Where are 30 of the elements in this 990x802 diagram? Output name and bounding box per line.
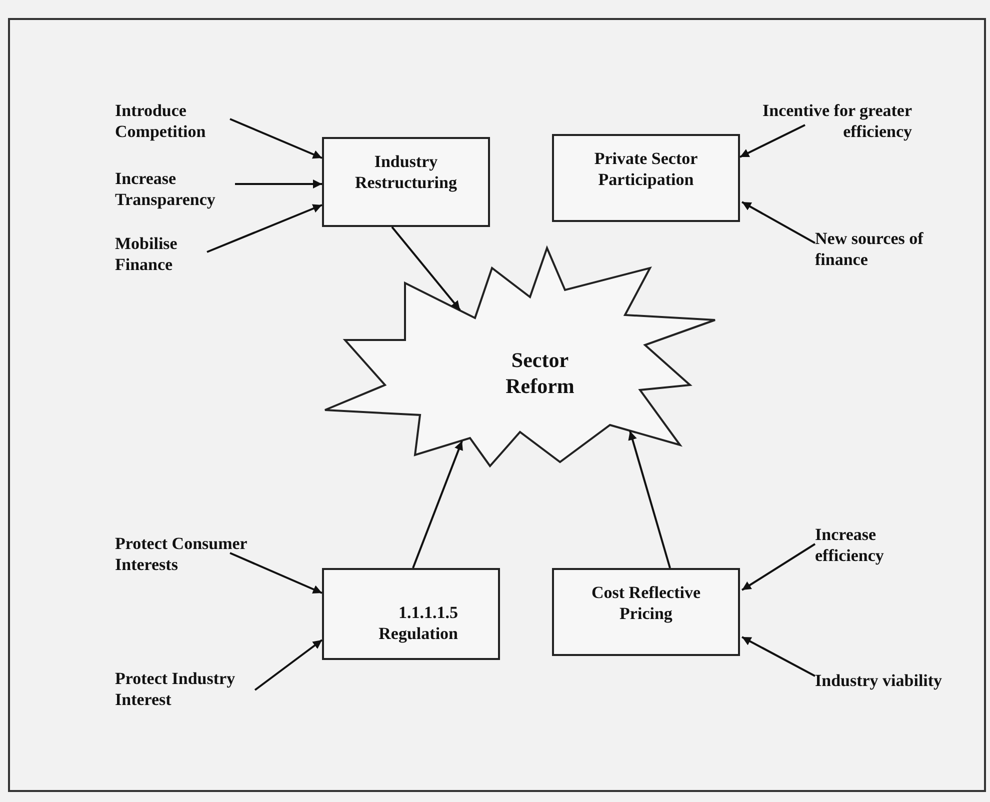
starburst-label: Sector Reform bbox=[504, 347, 576, 399]
box-label: Industry Restructuring bbox=[354, 151, 458, 193]
input-label: New sources of finance bbox=[815, 228, 924, 270]
box-label: 1.1.1.1.5 Regulation bbox=[378, 602, 458, 644]
arrow bbox=[254, 639, 323, 691]
arrow bbox=[206, 204, 322, 253]
arrow bbox=[742, 201, 816, 244]
input-label: Protect Industry Interest bbox=[115, 668, 236, 710]
arrow bbox=[412, 440, 463, 568]
input-label: Industry viability bbox=[815, 670, 944, 691]
input-label: Increase Transparency bbox=[115, 168, 216, 210]
input-label: Incentive for greater efficiency bbox=[762, 100, 912, 142]
process-box bbox=[322, 568, 500, 660]
box-label: Cost Reflective Pricing bbox=[590, 582, 702, 624]
arrow bbox=[628, 430, 671, 568]
arrow bbox=[230, 552, 322, 594]
process-box bbox=[552, 568, 740, 656]
input-label: Mobilise Finance bbox=[115, 233, 178, 275]
arrow bbox=[391, 226, 461, 311]
arrow bbox=[230, 118, 322, 159]
process-box bbox=[322, 137, 490, 227]
input-label: Introduce Competition bbox=[115, 100, 207, 142]
process-box bbox=[552, 134, 740, 222]
arrow bbox=[740, 124, 806, 158]
arrow bbox=[235, 180, 322, 188]
arrow bbox=[742, 636, 816, 677]
input-label: Protect Consumer Interests bbox=[115, 533, 248, 575]
arrow bbox=[741, 543, 816, 591]
box-label: Private Sector Participation bbox=[593, 148, 699, 190]
input-label: Increase efficiency bbox=[815, 524, 885, 566]
